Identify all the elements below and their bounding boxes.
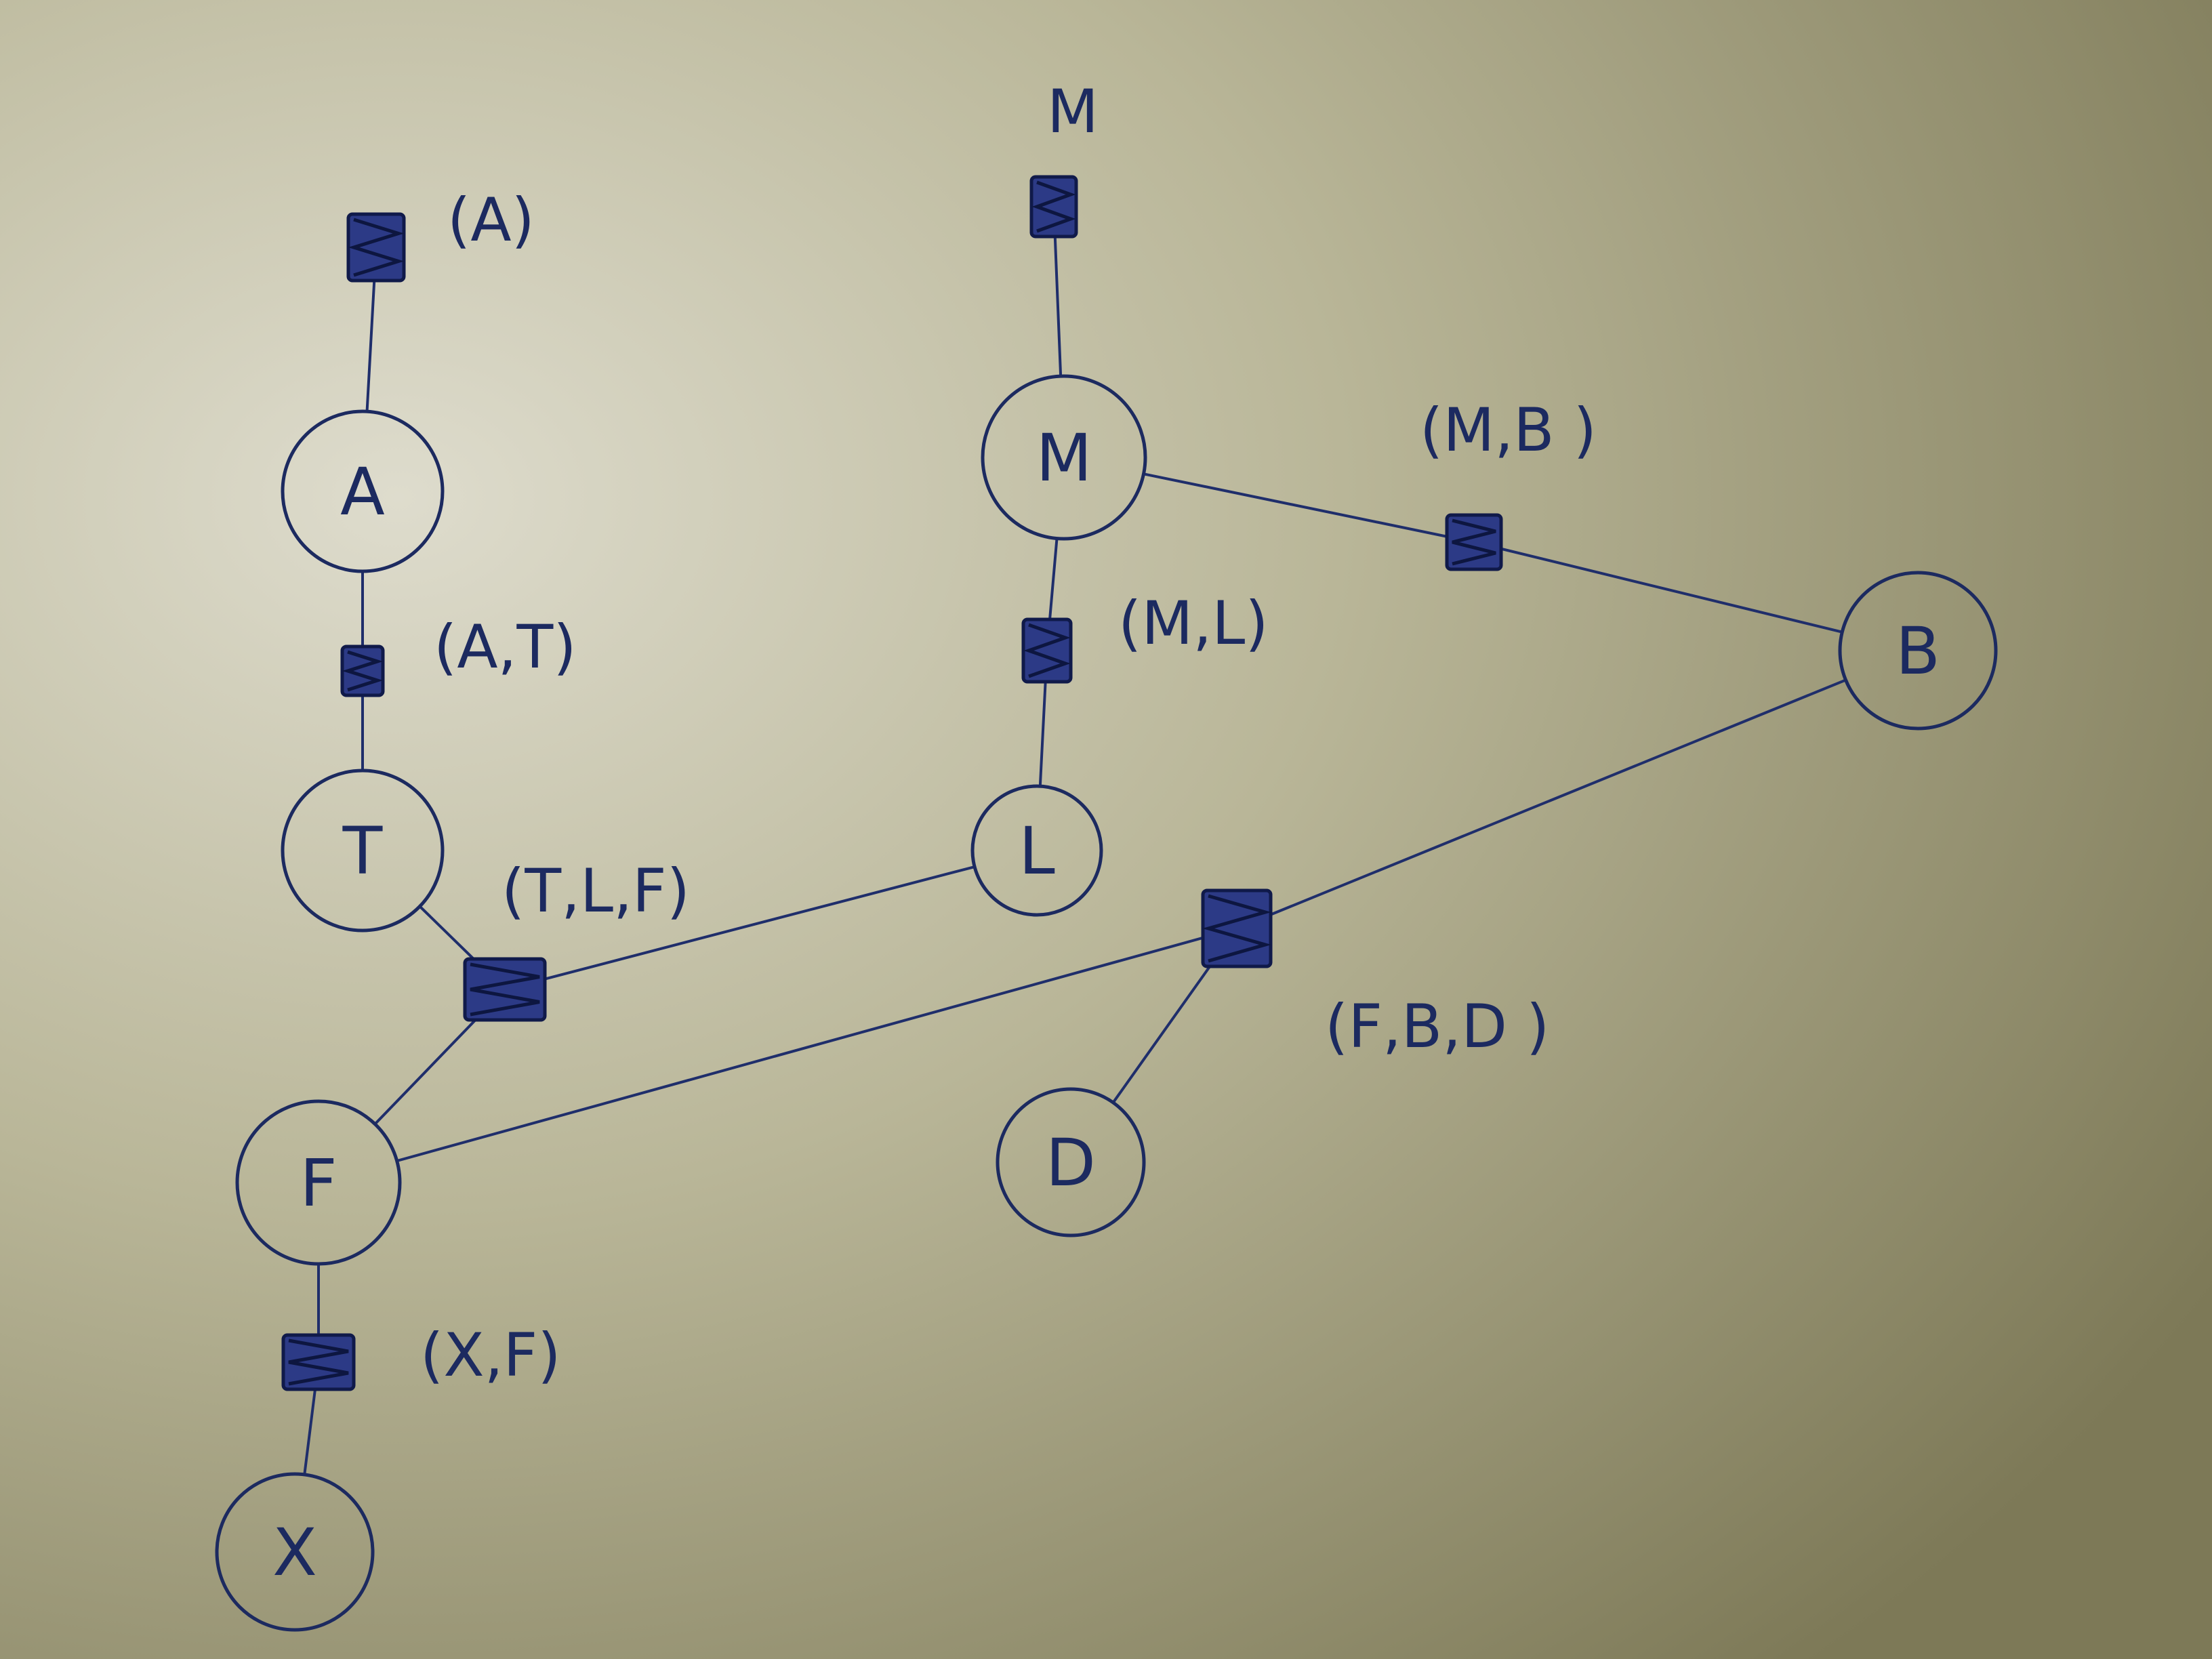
factor-label-f_M: M (1047, 77, 1099, 146)
variable-node-circle (981, 374, 1147, 541)
variable-node-A: A (281, 409, 445, 573)
variable-node-circle (281, 409, 445, 573)
variable-node-label: B (1896, 613, 1940, 689)
variable-node-label: T (342, 813, 383, 889)
factor-node-f_AT: (A,T) (340, 612, 577, 697)
factor-label-f_A: (A) (447, 185, 535, 255)
factor-label-f_ML: (M,L) (1118, 588, 1269, 658)
variable-node-X: X (215, 1472, 375, 1632)
variable-node-M: M (981, 374, 1147, 541)
edge-f_FBD-F (395, 927, 1238, 1162)
edge-f_FBD-B (1235, 678, 1847, 930)
edges-layer (303, 205, 1847, 1476)
factor-node-f_TLF: (T,L,F) (463, 856, 690, 1022)
factors-layer: (A) (A,T) (T,L,F) (X,F) M (M,L) (M,B ) (F,B,D ) (281, 77, 1597, 1391)
factor-label-f_MB: (M,B ) (1420, 395, 1597, 465)
variable-node-D: D (996, 1087, 1146, 1237)
variable-node-B: B (1838, 571, 1998, 731)
factor-scribble (288, 1338, 349, 1386)
factor-label-f_TLF: (T,L,F) (501, 856, 690, 926)
factor-scribble (1031, 180, 1076, 233)
variable-node-T: T (281, 769, 445, 933)
factor-label-f_FBD: (F,B,D ) (1325, 991, 1549, 1061)
factor-scribble (1023, 623, 1071, 678)
factor-scribble (1202, 894, 1272, 963)
factor-label-f_XF: (X,F) (420, 1320, 561, 1390)
variable-node-circle (970, 784, 1103, 917)
variable-node-label: D (1046, 1125, 1096, 1201)
variable-node-label: L (1019, 813, 1054, 889)
edge-f_MB-B (1473, 541, 1844, 634)
factor-scribble (342, 650, 384, 692)
factor-node-f_A: (A) (346, 185, 535, 283)
factor-node-f_XF: (X,F) (281, 1320, 561, 1391)
factor-node-f_FBD: (F,B,D ) (1201, 888, 1549, 1061)
variable-node-circle (996, 1087, 1146, 1237)
factor-node-f_MB: (M,B ) (1420, 395, 1597, 571)
variable-node-label: X (272, 1515, 317, 1591)
nodes-layer: A T F X M L B D (215, 374, 1998, 1632)
variable-node-circle (1838, 571, 1998, 731)
variable-node-L: L (970, 784, 1103, 917)
edge-f_MB-M (1142, 472, 1475, 544)
factor-label-f_AT: (A,T) (434, 612, 577, 682)
variable-node-label: F (300, 1145, 337, 1221)
factor-scribble (470, 962, 540, 1017)
variable-node-F: F (235, 1099, 402, 1266)
variable-node-circle (215, 1472, 375, 1632)
factor-node-f_ML: (M,L) (1021, 588, 1269, 684)
edge-f_TLF-L (504, 865, 977, 991)
factor-scribble (1452, 518, 1496, 566)
variable-node-circle (235, 1099, 402, 1266)
variable-node-circle (281, 769, 445, 933)
variable-node-label: M (1036, 420, 1092, 496)
factor-node-f_M: M (1029, 77, 1099, 239)
factor-scribble (348, 218, 405, 277)
variable-node-label: A (340, 454, 385, 530)
